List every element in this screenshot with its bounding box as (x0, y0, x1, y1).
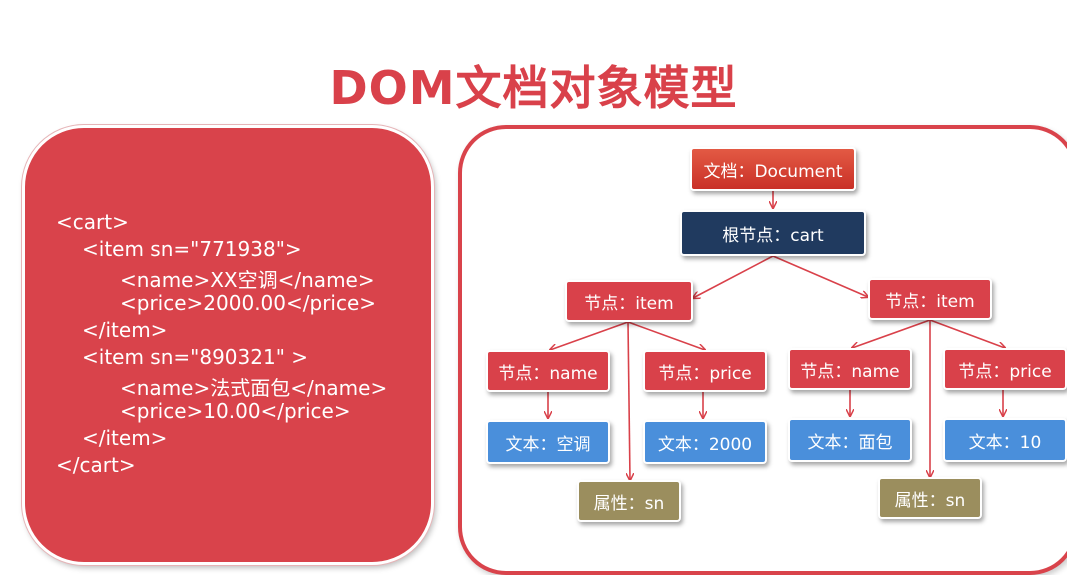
node-price-1: 节点：price (643, 350, 767, 392)
code-line: <name>XX空调</name> (120, 268, 375, 292)
edge-root-item2 (772, 255, 868, 297)
node-name-2: 节点：name (788, 348, 912, 390)
code-line: </item> (82, 318, 168, 342)
edge-root-item1 (693, 255, 774, 298)
edge-item1-attr (628, 321, 630, 480)
page-title: DOM文档对象模型 (329, 61, 738, 115)
node-attr-sn-1: 属性：sn (577, 480, 681, 522)
code-line: <cart> (56, 210, 129, 234)
edge-item1-price (627, 321, 705, 350)
code-line: <item sn="771938"> (82, 237, 302, 261)
code-line: <item sn="890321" > (82, 345, 309, 369)
edge-item2-name (852, 319, 931, 348)
node-name-1: 节点：name (486, 350, 610, 392)
node-item-2: 节点：item (868, 278, 992, 320)
node-attr-sn-2: 属性：sn (878, 477, 982, 519)
node-item-1: 节点：item (565, 280, 693, 322)
edge-item2-price (929, 319, 1005, 348)
xml-code-panel (22, 125, 434, 565)
code-line: <price>2000.00</price> (120, 291, 377, 315)
edge-item1-name (550, 321, 629, 350)
node-text-10: 文本：10 (943, 418, 1067, 462)
code-line: </cart> (56, 453, 136, 477)
node-price-2: 节点：price (943, 348, 1067, 390)
node-root-cart: 根节点：cart (680, 210, 866, 256)
node-text-aircon: 文本：空调 (486, 420, 610, 464)
node-text-2000: 文本：2000 (643, 420, 767, 464)
code-line: <name>法式面包</name> (120, 376, 388, 400)
node-document: 文档：Document (690, 147, 856, 191)
code-line: </item> (82, 426, 168, 450)
node-text-bread: 文本：面包 (788, 418, 912, 462)
code-line: <price>10.00</price> (120, 399, 351, 423)
